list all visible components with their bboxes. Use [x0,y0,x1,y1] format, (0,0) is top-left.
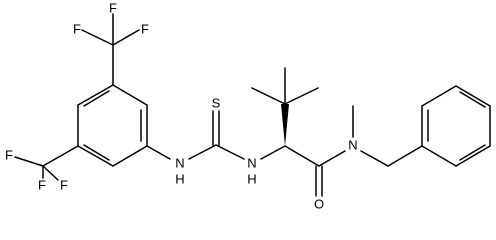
bond [260,145,286,160]
ring-bond [455,145,491,167]
amide-substituents: N [348,105,423,167]
bond [146,145,171,160]
fluorine-atom: F [60,177,68,192]
fluorine-atom: F [73,21,81,36]
nitrogen-atom: N [348,137,357,152]
bond [318,150,346,167]
ring-double-bond [459,144,486,161]
amino-acid-core: O [251,67,346,211]
ring-bond [112,84,148,106]
ring-bond [112,145,148,167]
bond [42,145,79,167]
ring-double-bond [83,90,110,107]
bond [284,145,320,167]
structure-canvas: F F F F F F N H S N H O [5,0,491,211]
bond [284,87,319,105]
fluorine-atom: F [141,21,149,36]
oxygen-atom: O [314,196,324,211]
ring-bond [455,85,491,107]
ring-bond [77,84,114,106]
bond [112,29,140,46]
ring-bond [421,85,457,107]
fluorine-atom: F [38,177,46,192]
nitrogen-atom: N [175,155,184,170]
cf3-group-top: F F F [73,0,149,86]
phenyl-ring [421,85,491,167]
bond [360,150,389,167]
ring-bond [77,145,114,167]
cf3-group-bottom: F F F [5,145,79,192]
bond [215,144,245,160]
hydrogen-atom: H [247,171,256,186]
bond [251,87,286,105]
ring-double-bond [83,144,110,161]
bond [81,29,114,46]
wedge-bond [281,104,289,146]
ring-bond [421,145,457,167]
bond [188,144,217,160]
bond [42,165,59,181]
sulfur-atom: S [212,95,221,110]
fluorine-atom: F [5,147,13,162]
hydrogen-atom: H [175,171,184,186]
bond [14,156,44,167]
aryl-ring [77,84,148,167]
fluorine-atom: F [109,0,117,15]
nitrogen-atom: N [247,155,256,170]
bond [387,145,423,167]
chemical-structure: F F F F F F N H S N H O [5,0,491,211]
thiourea-group: N H S N H [146,95,257,186]
ring-double-bond [459,91,486,108]
